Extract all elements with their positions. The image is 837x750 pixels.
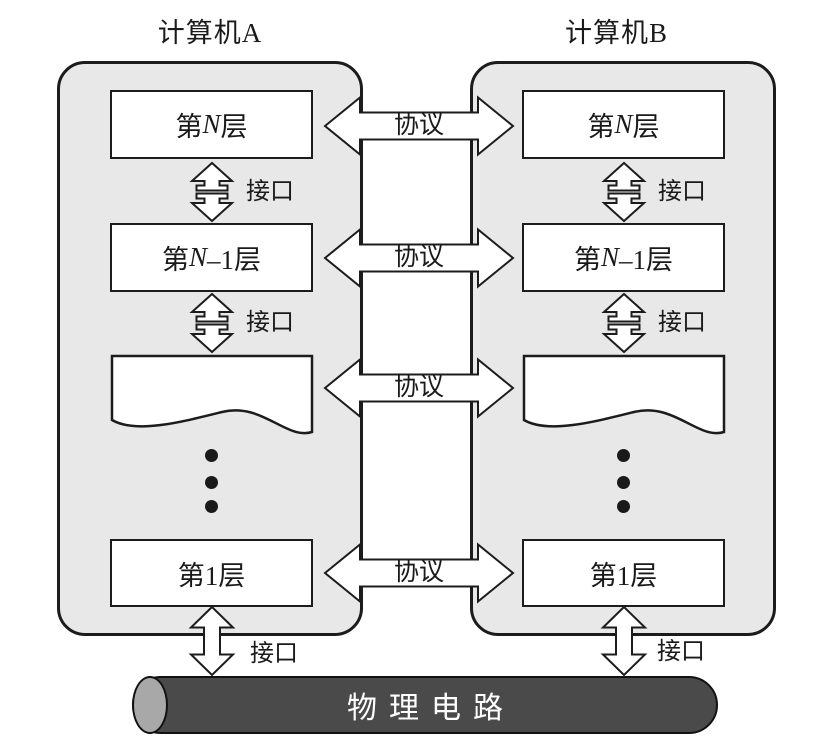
layer-suffix: 1层: [616, 560, 658, 591]
protocol-label: 协议: [393, 374, 444, 401]
computer-a-torn-box: [110, 354, 314, 435]
torn-box-shape: [522, 354, 726, 435]
torn-box-shape: [110, 354, 314, 435]
protocol-label: 协议: [393, 559, 444, 586]
interface-arrow-icon: [601, 292, 647, 354]
cylinder-end-cap: [132, 676, 168, 734]
protocol-arrow-icon: [323, 542, 515, 604]
physical-circuit-label: 物理电路: [347, 692, 515, 725]
protocol-arrow-icon: [323, 95, 515, 157]
layer-label: 第: [161, 245, 189, 275]
layer-label: 第: [573, 245, 601, 275]
layer-suffix: –1层: [619, 245, 673, 275]
interface-label: 接口: [250, 641, 298, 667]
layer-var: N: [202, 109, 221, 139]
layer-suffix: –1层: [207, 245, 261, 275]
interface-arrow-icon: [189, 292, 235, 354]
layer-suffix: 1层: [204, 560, 246, 591]
interface-arrow-icon: [189, 161, 235, 223]
physical-circuit-cylinder: 物理电路: [132, 676, 718, 734]
interface-arrow-icon: [600, 605, 648, 677]
protocol-arrow-icon: [323, 227, 515, 289]
computer-b-title: 计算机B: [564, 18, 668, 48]
computer-a-title: 计算机A: [157, 18, 263, 48]
layer-suffix: 层: [632, 112, 660, 142]
layer-var: N: [614, 109, 633, 139]
ellipsis-dot: [205, 500, 218, 513]
ellipsis-dot: [617, 476, 630, 489]
interface-arrow-icon: [601, 161, 647, 223]
interface-label: 接口: [246, 310, 294, 336]
layer-label: 第: [175, 112, 203, 142]
layer-label: 第: [587, 112, 615, 142]
ellipsis-dot: [205, 449, 218, 462]
interface-label: 接口: [246, 179, 294, 205]
interface-label: 接口: [658, 310, 706, 336]
layer-var: N: [188, 242, 207, 272]
protocol-arrow-icon: [323, 357, 515, 419]
ellipsis-dot: [205, 476, 218, 489]
protocol-label: 协议: [393, 244, 444, 271]
interface-label: 接口: [657, 639, 705, 665]
ellipsis-dot: [617, 500, 630, 513]
layer-label: 第: [177, 560, 205, 591]
computer-b-torn-box: [522, 354, 726, 435]
layer-suffix: 层: [220, 112, 248, 142]
layer-label: 第: [589, 560, 617, 591]
layer-var: N: [600, 242, 619, 272]
protocol-label: 协议: [393, 112, 444, 139]
ellipsis-dot: [617, 449, 630, 462]
interface-arrow-icon: [188, 605, 236, 677]
interface-label: 接口: [658, 179, 706, 205]
